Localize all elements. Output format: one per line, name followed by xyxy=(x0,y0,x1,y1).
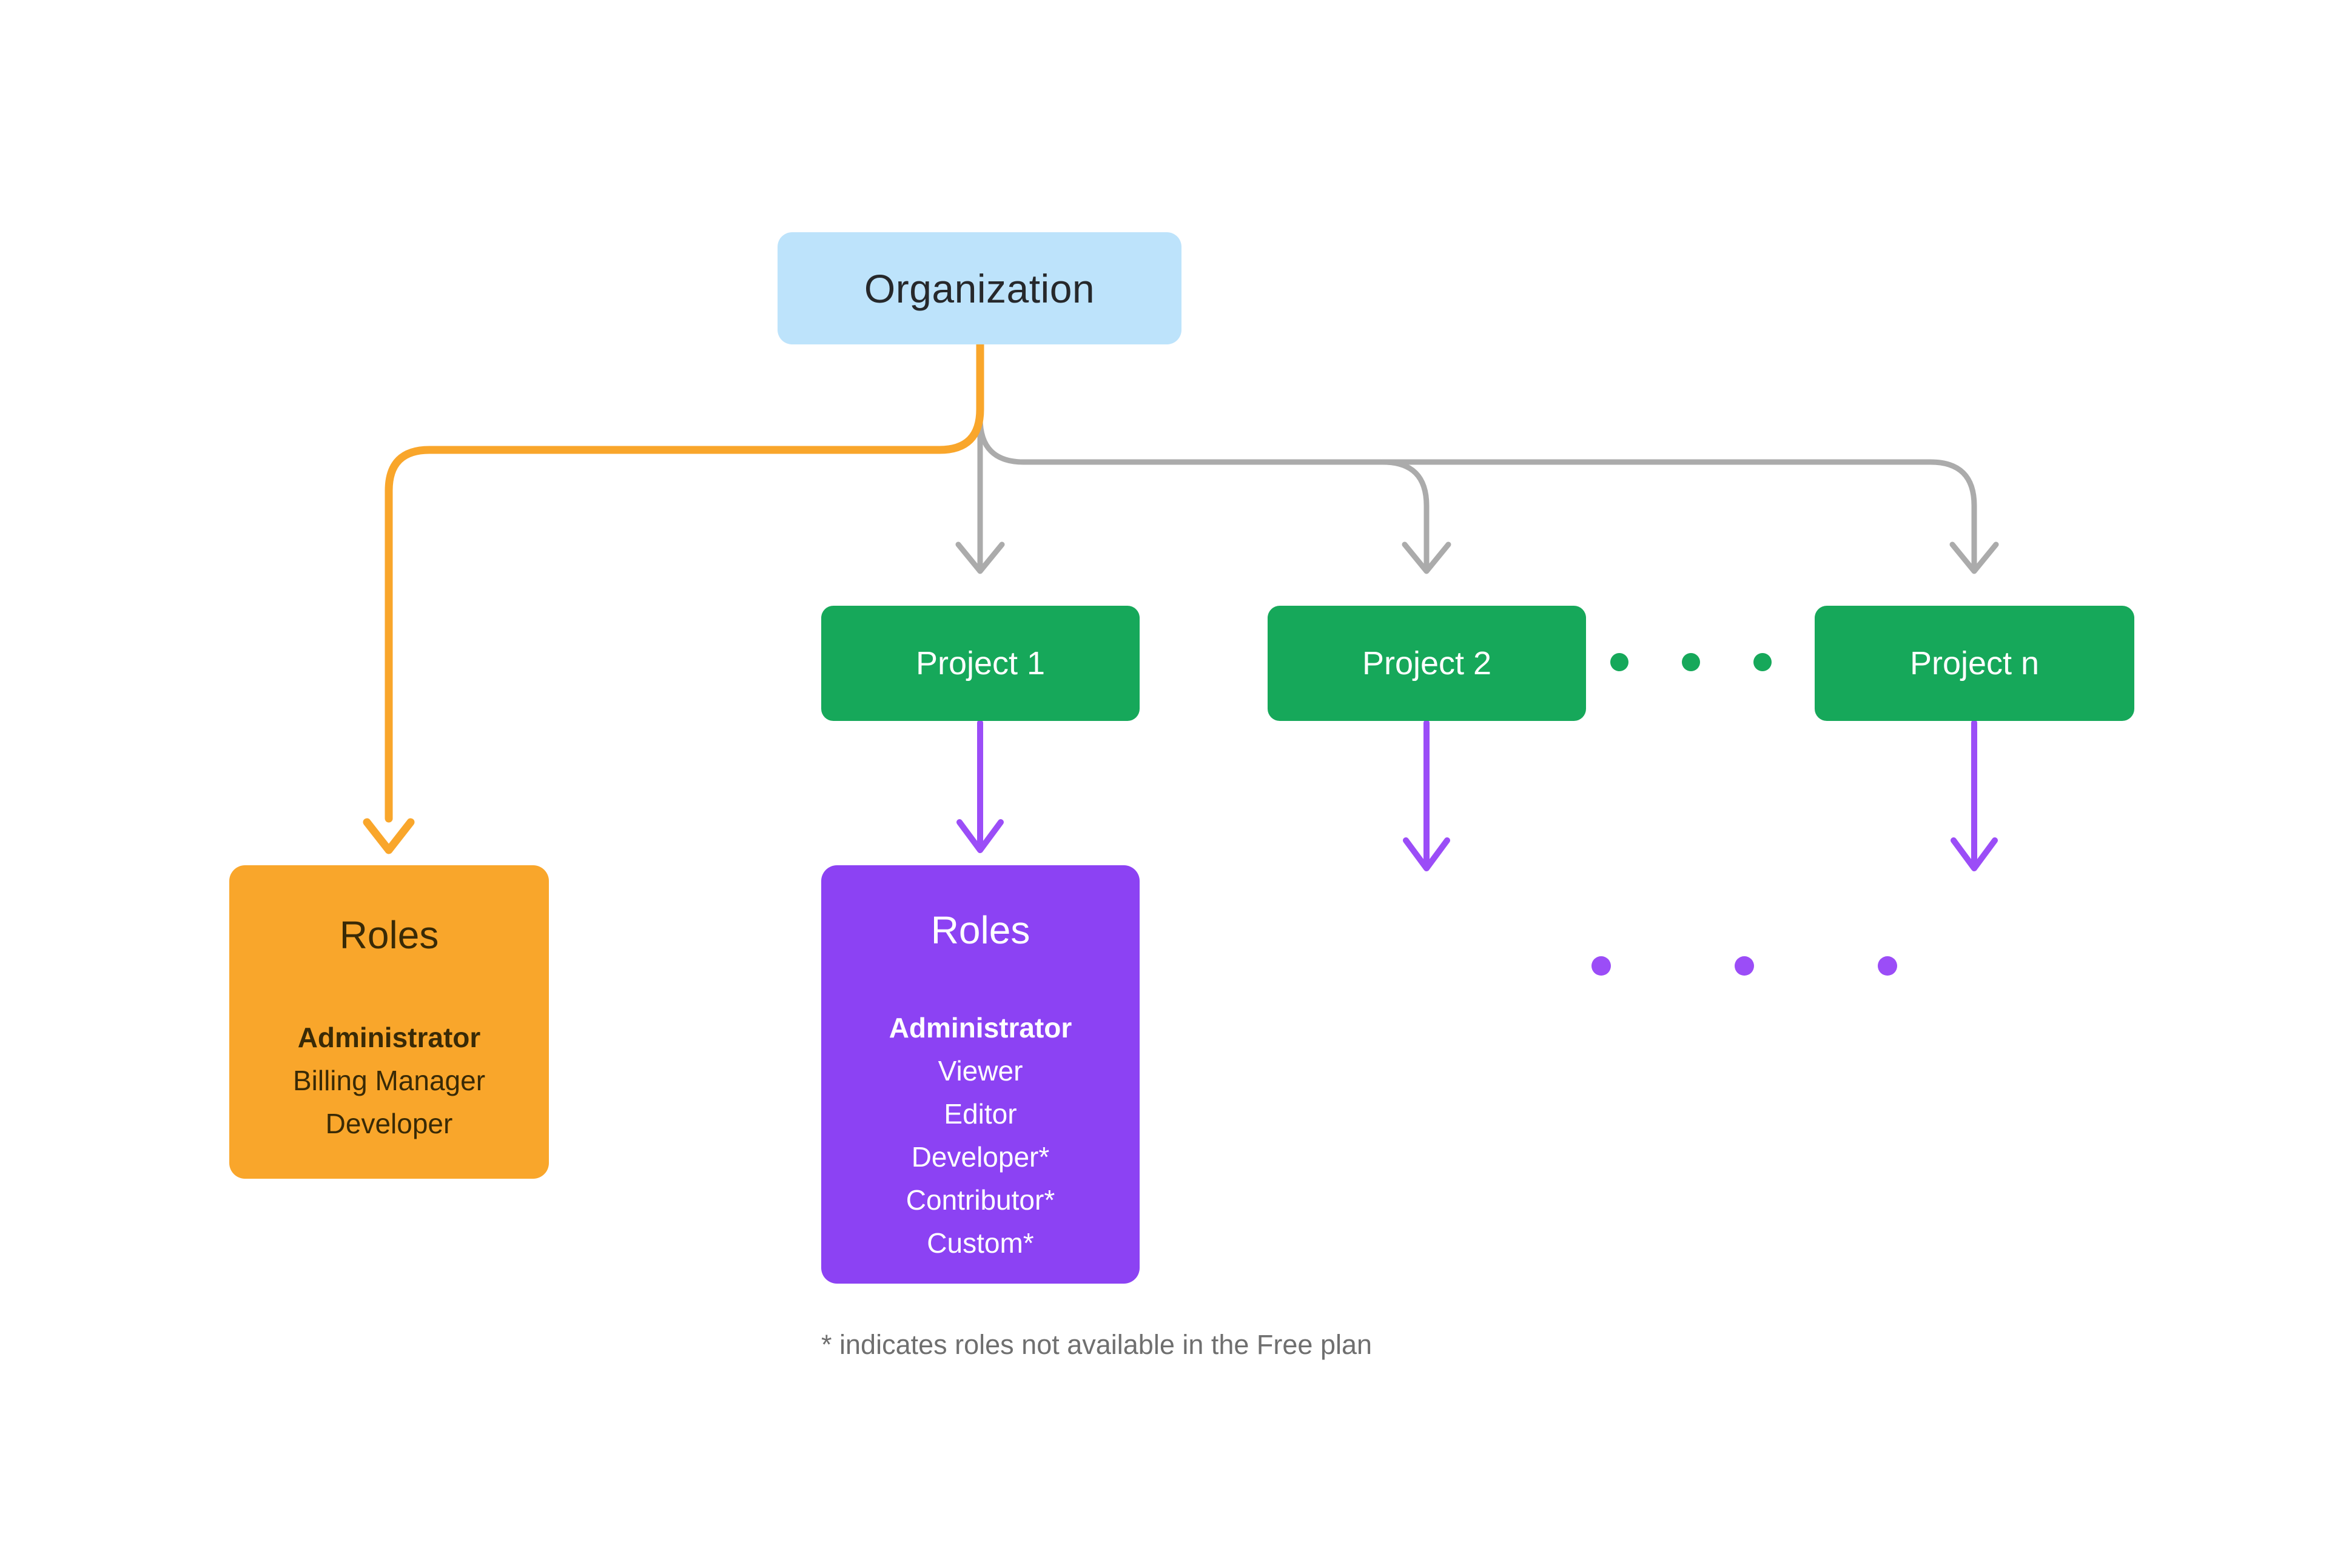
org-to-project2-arrowhead-icon xyxy=(1402,541,1451,574)
org-to-project2-connector xyxy=(1380,459,1430,571)
purple-ellipsis-icon xyxy=(1591,956,1897,976)
role-item: Developer xyxy=(325,1108,453,1139)
role-item: Contributor* xyxy=(906,1184,1055,1216)
org-roles-box: Roles Administrator Billing Manager Deve… xyxy=(229,865,549,1179)
green-dot-icon xyxy=(1753,653,1772,671)
project-roles-box: Roles Administrator Viewer Editor Develo… xyxy=(821,865,1140,1284)
organization-box: Organization xyxy=(778,232,1181,344)
role-item: Developer* xyxy=(911,1141,1050,1173)
project-n-label: Project n xyxy=(1909,645,2040,682)
role-item: Administrator xyxy=(889,1012,1072,1044)
footnote: * indicates roles not available in the F… xyxy=(821,1329,1373,1360)
project2-down-arrowhead-icon xyxy=(1403,837,1450,871)
project-roles-title: Roles xyxy=(930,908,1030,952)
project-roles-list: Administrator Viewer Editor Developer* C… xyxy=(889,1007,1072,1265)
project1-to-roles-arrowhead-icon xyxy=(956,819,1004,853)
green-dot-icon xyxy=(1682,653,1700,671)
org-to-roles-connector xyxy=(385,335,984,823)
org-to-roles-arrowhead-icon xyxy=(363,818,415,854)
role-item: Editor xyxy=(944,1098,1017,1130)
project-2-box: Project 2 xyxy=(1268,606,1586,721)
project-n-box: Project n xyxy=(1815,606,2134,721)
org-to-projectn-connector xyxy=(977,415,1977,571)
green-ellipsis-icon xyxy=(1610,653,1772,671)
project-2-label: Project 2 xyxy=(1362,645,1492,682)
projectn-down-arrowhead-icon xyxy=(1951,837,1998,871)
role-item: Billing Manager xyxy=(292,1065,486,1096)
green-dot-icon xyxy=(1610,653,1628,671)
project-1-label: Project 1 xyxy=(915,645,1046,682)
purple-dot-icon xyxy=(1878,956,1897,976)
project-1-box: Project 1 xyxy=(821,606,1140,721)
org-roles-title: Roles xyxy=(339,913,439,957)
org-roles-list: Administrator Billing Manager Developer xyxy=(293,1016,485,1145)
purple-dot-icon xyxy=(1591,956,1611,976)
org-to-project1-arrowhead-icon xyxy=(955,541,1005,574)
role-item: Viewer xyxy=(938,1055,1023,1087)
purple-dot-icon xyxy=(1735,956,1754,976)
role-item: Administrator xyxy=(297,1022,481,1053)
role-item: Custom* xyxy=(927,1227,1034,1259)
organization-label: Organization xyxy=(864,266,1095,311)
org-to-projectn-arrowhead-icon xyxy=(1949,541,1999,574)
